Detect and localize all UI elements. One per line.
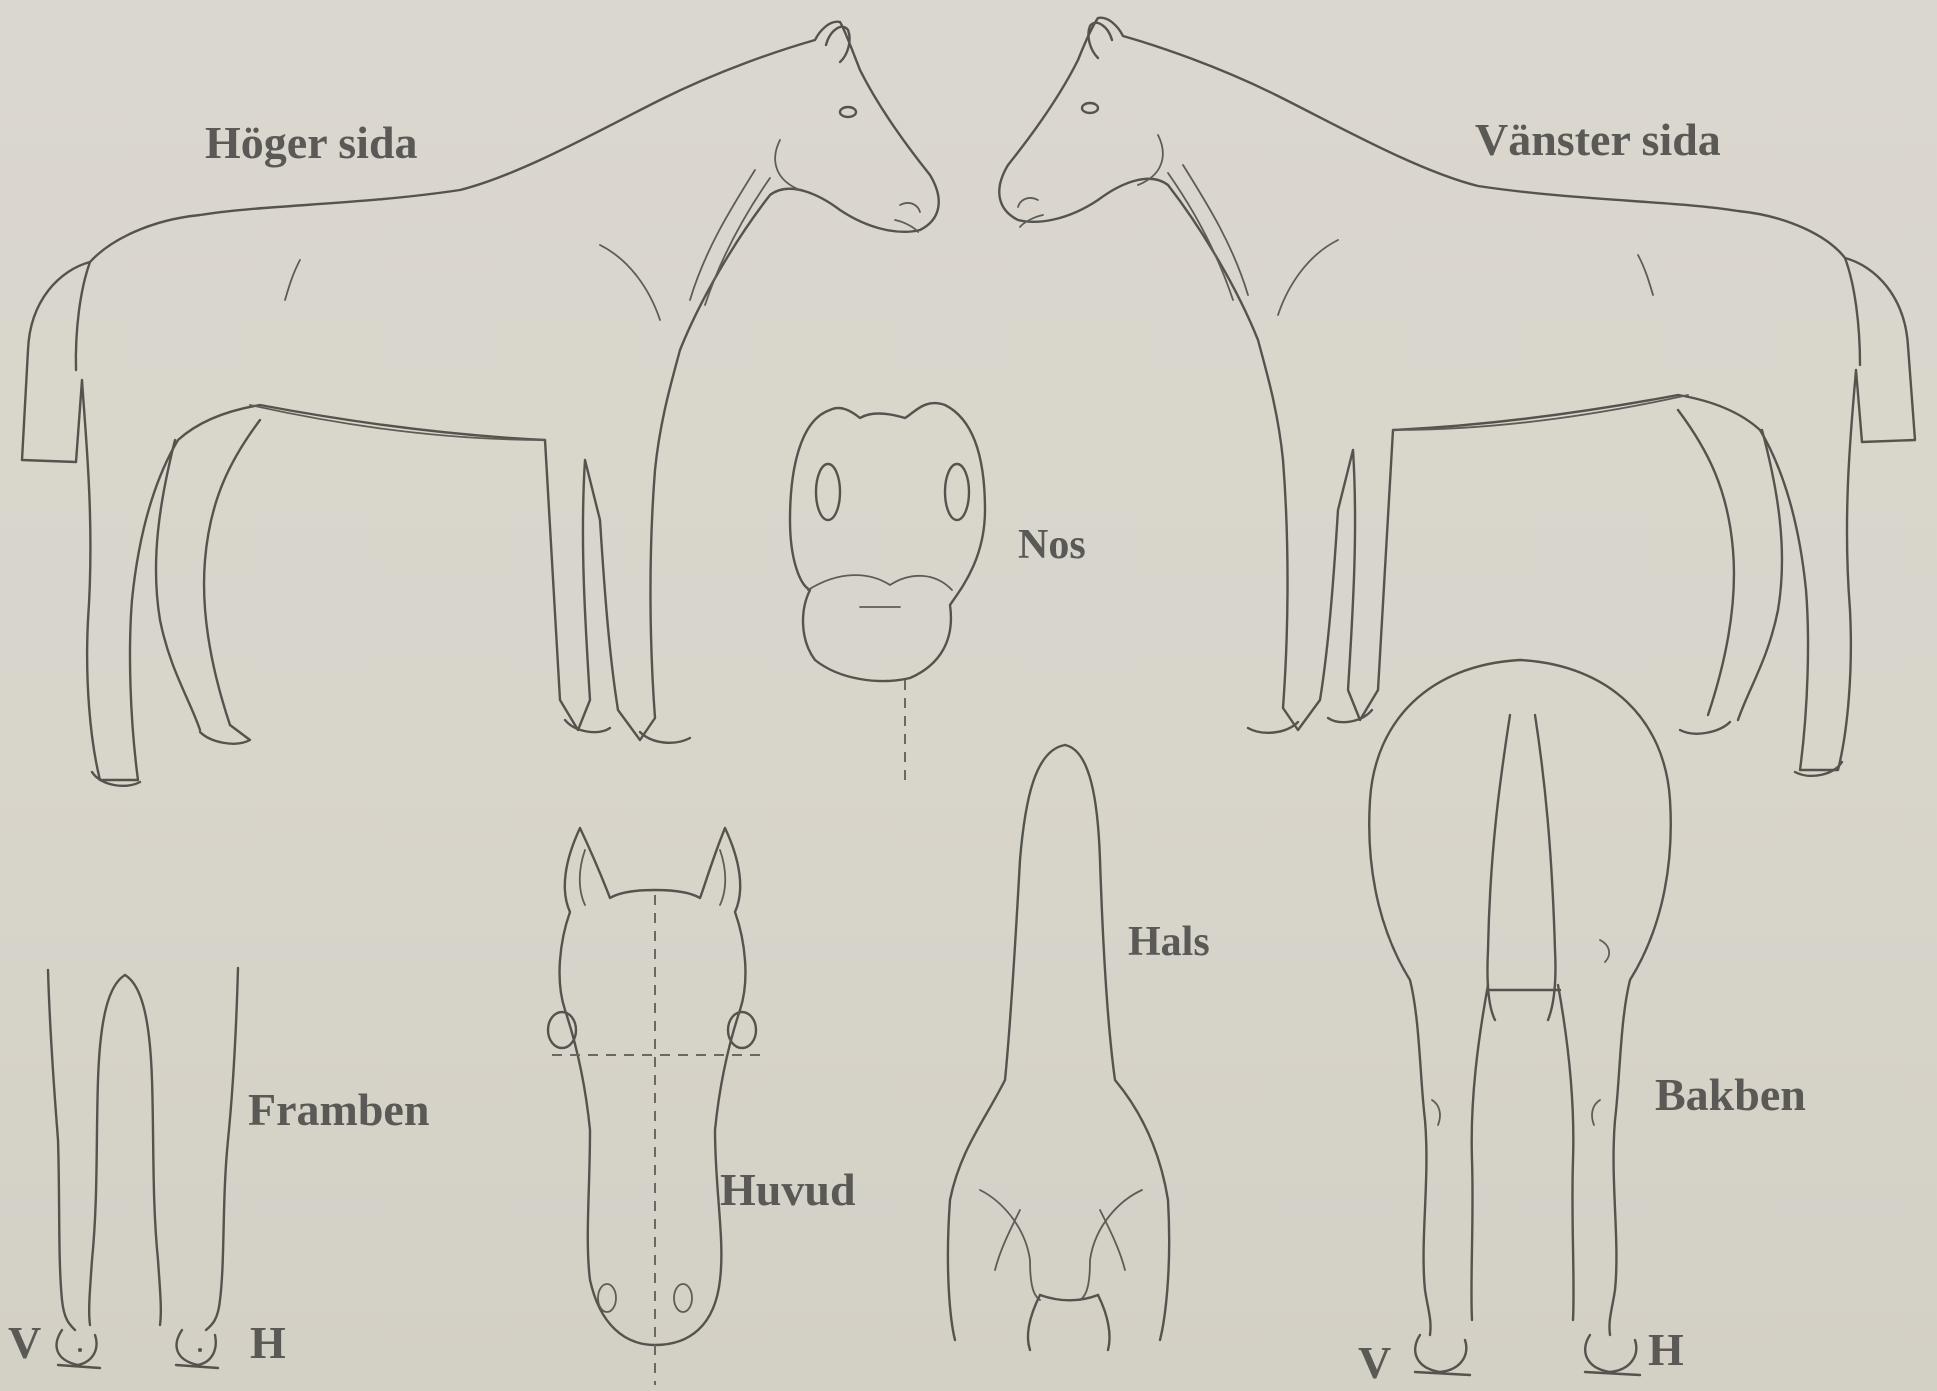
horse-right-side-view [22, 22, 939, 786]
label-left-side: Vänster sida [1475, 114, 1721, 165]
neck-front-view [948, 745, 1169, 1350]
hindlegs-rear-view [1369, 660, 1671, 1375]
forelegs-front-view [48, 968, 238, 1368]
label-hind-left-marker: V [1358, 1337, 1391, 1388]
label-hind-right-marker: H [1648, 1324, 1684, 1375]
head-front-view [548, 828, 760, 1385]
label-forelegs: Framben [248, 1084, 429, 1135]
horse-left-side-view [999, 18, 1915, 776]
label-muzzle: Nos [1018, 522, 1086, 568]
label-fore-left-marker: V [8, 1317, 41, 1368]
label-head: Huvud [720, 1164, 856, 1215]
label-fore-right-marker: H [250, 1317, 286, 1368]
label-hindlegs: Bakben [1655, 1069, 1806, 1120]
label-neck: Hals [1128, 919, 1210, 965]
label-right-side: Höger sida [205, 117, 418, 168]
muzzle-front-view [790, 403, 985, 780]
